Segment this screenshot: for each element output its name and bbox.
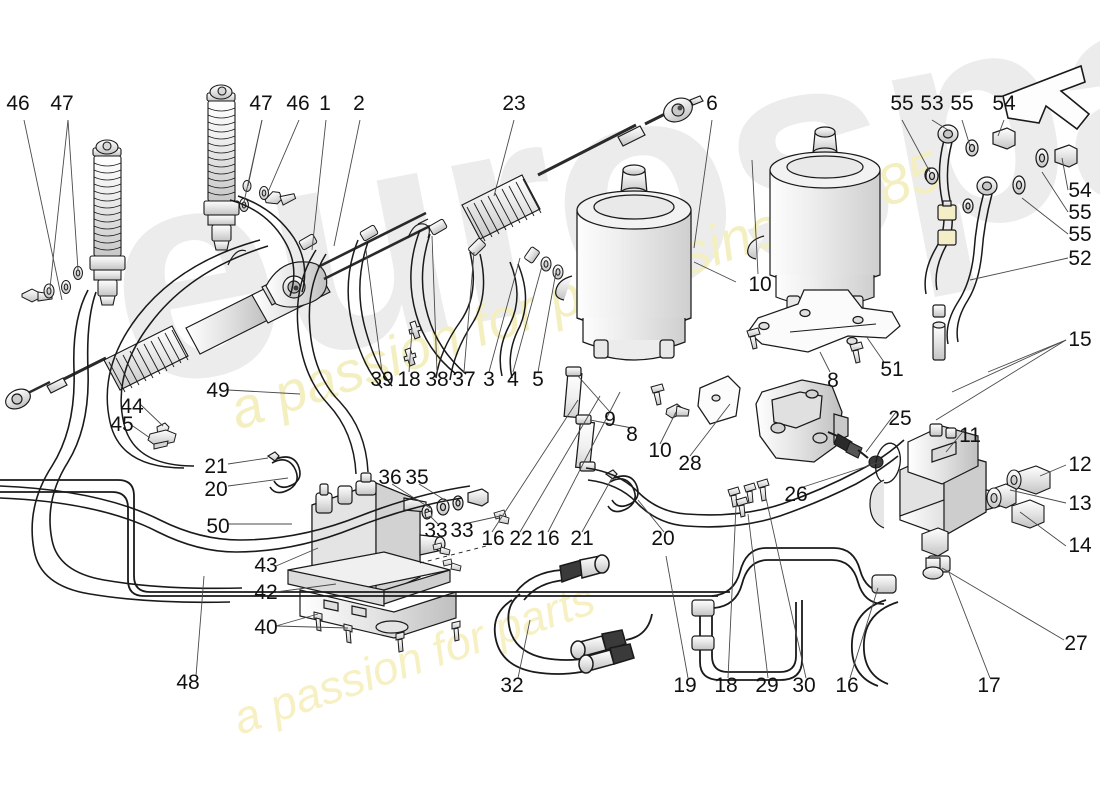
callout-22: 22 bbox=[509, 527, 532, 550]
callout-8a: 8 bbox=[827, 369, 839, 392]
callout-39: 39 bbox=[370, 368, 393, 391]
callout-4: 4 bbox=[507, 368, 519, 391]
callout-49: 49 bbox=[206, 379, 229, 402]
callout-36: 36 bbox=[378, 466, 401, 489]
callout-25: 25 bbox=[888, 407, 911, 430]
hose-fittings bbox=[298, 218, 564, 367]
bolt-group bbox=[650, 327, 864, 419]
callout-40: 40 bbox=[254, 616, 277, 639]
callout-33b: 33 bbox=[450, 519, 473, 542]
pressure-pipe-group bbox=[924, 124, 1078, 361]
return-hose-group bbox=[0, 439, 905, 687]
reservoir-front bbox=[555, 164, 692, 361]
callout-18b: 18 bbox=[714, 674, 737, 697]
callout-51: 51 bbox=[880, 358, 903, 381]
callout-23: 23 bbox=[502, 92, 525, 115]
callout-9: 9 bbox=[604, 408, 616, 431]
callout-54a: 54 bbox=[992, 92, 1016, 115]
callout-28: 28 bbox=[678, 452, 701, 475]
callout-55a: 55 bbox=[890, 92, 913, 115]
shock-absorber-right bbox=[203, 84, 240, 251]
callout-26: 26 bbox=[784, 483, 807, 506]
callout-37: 37 bbox=[452, 368, 475, 391]
callout-47b: 47 bbox=[249, 92, 272, 115]
callout-42: 42 bbox=[254, 581, 277, 604]
callout-12: 12 bbox=[1068, 453, 1091, 476]
callout-47a: 47 bbox=[50, 92, 73, 115]
callout-35: 35 bbox=[405, 466, 428, 489]
direction-arrow-icon bbox=[1002, 64, 1091, 131]
callout-54b: 54 bbox=[1068, 179, 1092, 202]
callout-10b: 10 bbox=[648, 439, 671, 462]
callout-55b: 55 bbox=[950, 92, 973, 115]
callout-52: 52 bbox=[1068, 247, 1091, 270]
pump-o-ring bbox=[875, 442, 901, 484]
callout-16c: 16 bbox=[835, 674, 858, 697]
callout-11: 11 bbox=[959, 424, 981, 447]
callout-18a: 18 bbox=[397, 368, 420, 391]
callout-16a: 16 bbox=[481, 527, 504, 550]
clip-parts bbox=[147, 422, 177, 450]
callout-17: 17 bbox=[977, 674, 1000, 697]
callout-20a: 20 bbox=[204, 478, 227, 501]
callout-30: 30 bbox=[792, 674, 815, 697]
callout-32: 32 bbox=[500, 674, 523, 697]
callout-15: 15 bbox=[1068, 328, 1091, 351]
callout-14: 14 bbox=[1068, 534, 1092, 557]
callout-21b: 21 bbox=[570, 527, 593, 550]
callout-5: 5 bbox=[532, 368, 544, 391]
callout-3: 3 bbox=[483, 368, 495, 391]
callout-19: 19 bbox=[673, 674, 696, 697]
leader-line-layer bbox=[23, 119, 1069, 679]
callout-16b: 16 bbox=[536, 527, 559, 550]
callout-55d: 55 bbox=[1068, 223, 1091, 246]
mounting-bolt-group bbox=[313, 611, 461, 653]
callout-21a: 21 bbox=[204, 455, 227, 478]
reservoir-bracket bbox=[697, 289, 901, 425]
callout-46b: 46 bbox=[286, 92, 309, 115]
callout-6: 6 bbox=[706, 92, 718, 115]
sensor-cable-harness bbox=[493, 554, 653, 675]
pump-bracket bbox=[755, 379, 849, 463]
pump-drive-coupler bbox=[827, 431, 884, 469]
callout-20b: 20 bbox=[651, 527, 674, 550]
callout-10a: 10 bbox=[748, 273, 771, 296]
callout-1: 1 bbox=[319, 92, 331, 115]
callout-8b: 8 bbox=[626, 423, 638, 446]
callout-label-layer: 46 47 47 46 1 2 23 6 55 53 55 54 54 55 5… bbox=[6, 92, 1092, 697]
callout-50: 50 bbox=[206, 515, 229, 538]
callout-2: 2 bbox=[353, 92, 365, 115]
callout-33a: 33 bbox=[424, 519, 447, 542]
callout-48: 48 bbox=[176, 671, 199, 694]
callout-46a: 46 bbox=[6, 92, 29, 115]
callout-29: 29 bbox=[755, 674, 778, 697]
callout-27: 27 bbox=[1064, 632, 1087, 655]
callout-45: 45 bbox=[110, 413, 133, 436]
callout-13: 13 bbox=[1068, 492, 1091, 515]
callout-38: 38 bbox=[425, 368, 448, 391]
hose-clip-group bbox=[266, 451, 639, 513]
fastener-group-left bbox=[21, 266, 83, 303]
hose-group-left bbox=[31, 195, 306, 604]
hose-group-vertical bbox=[563, 366, 596, 472]
callout-53: 53 bbox=[920, 92, 943, 115]
callout-55c: 55 bbox=[1068, 201, 1091, 224]
hose-group-center bbox=[296, 229, 527, 475]
shock-absorber-left bbox=[89, 139, 126, 306]
valve-block-base-plate bbox=[287, 551, 457, 639]
callout-43: 43 bbox=[254, 554, 277, 577]
callout-44: 44 bbox=[120, 395, 144, 418]
